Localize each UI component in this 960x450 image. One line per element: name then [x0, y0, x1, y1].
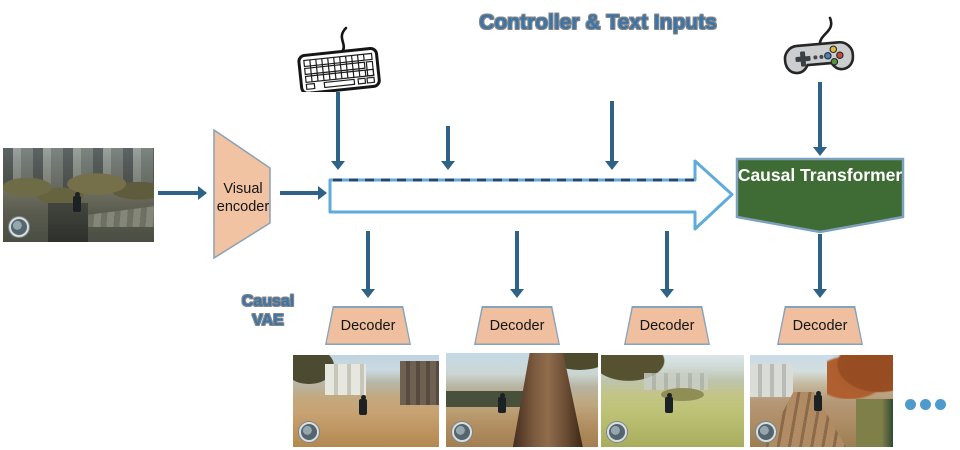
- stone-wall-art: [81, 206, 154, 227]
- decoder-trapezoid: Decoder: [474, 306, 560, 345]
- arrow-to-decoder-4: [818, 234, 822, 290]
- arrow-text-input: [610, 101, 614, 162]
- ellipsis-dot: [935, 399, 946, 410]
- hedge-art: [446, 390, 541, 407]
- causal-transformer-shape: [735, 157, 905, 234]
- arrow-image-to-encoder: [158, 191, 198, 195]
- autumn-trees-art: [827, 355, 893, 400]
- diagram-title: Controller & Text Inputs: [479, 11, 717, 34]
- buildings-art: [399, 360, 439, 405]
- keyboard-icon: [296, 24, 382, 95]
- gamepad-icon: [782, 14, 858, 82]
- output-game-frame-3: [601, 355, 744, 447]
- output-game-frame-2: [446, 353, 598, 447]
- causal-vae-label: Causal VAE: [241, 293, 295, 330]
- arrow-encoder-to-sequence: [280, 191, 318, 195]
- decoder-trapezoid: Decoder: [777, 306, 863, 345]
- arrow-to-decoder-3: [665, 231, 669, 290]
- arrow-keyboard-input: [336, 92, 340, 162]
- grass-art: [855, 399, 893, 447]
- token-sequence-arrow: [328, 159, 734, 231]
- decoder-label: Decoder: [326, 307, 410, 344]
- output-game-frame-4: [750, 355, 893, 447]
- buildings-art: [643, 373, 709, 390]
- input-game-frame: [3, 148, 154, 242]
- arrow-to-decoder-2: [515, 231, 519, 290]
- decoder-label: Decoder: [475, 307, 559, 344]
- output-game-frame-1: [293, 355, 439, 447]
- ellipsis-dot: [905, 399, 916, 410]
- character-figure: [814, 391, 822, 411]
- character-figure: [498, 393, 506, 413]
- visual-encoder-label: Visual encoder: [216, 181, 270, 216]
- minimap-icon: [299, 422, 319, 442]
- causal-transformer-label: Causal Transformer: [737, 165, 903, 185]
- arrow-gamepad-input: [818, 82, 822, 148]
- decoder-trapezoid: Decoder: [624, 306, 710, 345]
- buildings-art: [325, 364, 366, 396]
- arrow-input-mid: [446, 126, 450, 162]
- path-art: [48, 202, 88, 242]
- buildings-art: [750, 364, 793, 398]
- character-figure: [359, 395, 367, 415]
- decoder-label: Decoder: [778, 307, 862, 344]
- arrow-to-decoder-1: [366, 231, 370, 290]
- minimap-icon: [756, 422, 776, 442]
- character-figure: [73, 192, 81, 212]
- minimap-icon: [452, 422, 472, 442]
- minimap-icon: [607, 422, 627, 442]
- minimap-icon: [9, 217, 29, 237]
- dirt-road-art: [764, 391, 846, 447]
- decoder-label: Decoder: [625, 307, 709, 344]
- ellipsis-dot: [920, 399, 931, 410]
- character-figure: [665, 393, 673, 413]
- decoder-trapezoid: Decoder: [325, 306, 411, 345]
- visual-encoder-shape: [213, 129, 271, 260]
